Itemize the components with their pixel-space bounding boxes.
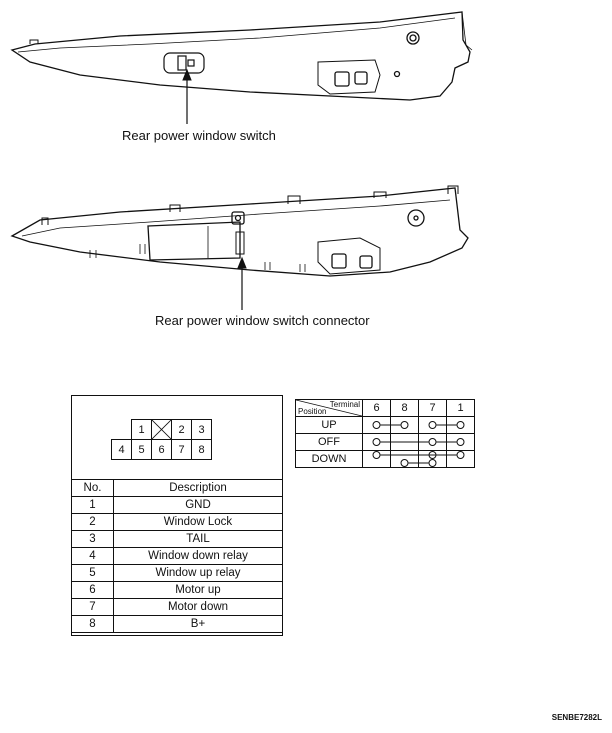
door-trim-drawing <box>10 11 473 310</box>
blank-cross-icon <box>152 420 171 439</box>
pin-cell: 8 <box>191 439 212 460</box>
pin-cell: 5 <box>131 439 152 460</box>
pin-number: 4 <box>71 547 114 565</box>
terminal-cell <box>446 416 475 434</box>
terminal-cell <box>418 416 447 434</box>
pin-description: B+ <box>113 615 283 633</box>
col-header-description: Description <box>113 479 283 497</box>
terminal-cell <box>446 433 475 451</box>
pin-number: 3 <box>71 530 114 548</box>
rear-window-switch <box>163 52 205 74</box>
upper-trim-panel <box>10 11 473 101</box>
position-row: OFF <box>295 433 475 451</box>
terminal-col: 6 <box>362 399 391 417</box>
pin-description: TAIL <box>113 530 283 548</box>
terminal-position-header: Terminal Position <box>295 399 363 417</box>
terminal-cell <box>362 450 391 468</box>
pin-number: 2 <box>71 513 114 531</box>
pin-number: 7 <box>71 598 114 616</box>
pin-cell: 6 <box>151 439 172 460</box>
position-name: DOWN <box>295 450 363 468</box>
pin-number: 5 <box>71 564 114 582</box>
pin-cell: 1 <box>131 419 152 440</box>
lower-trim-panel <box>10 185 469 277</box>
position-label: Position <box>298 407 327 416</box>
terminal-col: 1 <box>446 399 475 417</box>
pin-description: GND <box>113 496 283 514</box>
pin-description: Motor down <box>113 598 283 616</box>
pin-number: 6 <box>71 581 114 599</box>
pin-cell: 7 <box>171 439 192 460</box>
switch-label: Rear power window switch <box>122 128 276 143</box>
pin-cell: 3 <box>191 419 212 440</box>
pin-number: 8 <box>71 615 114 633</box>
connector-face: 1 2 3 4 5 6 7 8 <box>111 419 212 460</box>
connector-leader-arrow <box>237 256 247 310</box>
pin-cell: 2 <box>171 419 192 440</box>
terminal-cell <box>418 450 447 468</box>
terminal-cell <box>390 416 419 434</box>
position-row: DOWN <box>295 450 475 468</box>
pin-cell-blank <box>151 419 172 440</box>
connector-label: Rear power window switch connector <box>155 313 370 328</box>
figure-code: SENBE7282L <box>551 713 602 722</box>
terminal-cell <box>362 416 391 434</box>
position-name: UP <box>295 416 363 434</box>
header-diagonal <box>296 400 362 416</box>
switch-leader-arrow <box>182 68 192 124</box>
col-header-no: No. <box>71 479 114 497</box>
terminal-cell <box>390 433 419 451</box>
position-row: UP <box>295 416 475 434</box>
pin-description: Motor up <box>113 581 283 599</box>
connector-pin-box: 1 2 3 4 5 6 7 8 No. <box>71 395 283 636</box>
terminal-cell <box>446 450 475 468</box>
terminal-cell <box>390 450 419 468</box>
pin-description: Window down relay <box>113 547 283 565</box>
pin-description: Window up relay <box>113 564 283 582</box>
position-name: OFF <box>295 433 363 451</box>
pin-description: Window Lock <box>113 513 283 531</box>
terminal-cell <box>362 433 391 451</box>
terminal-col: 7 <box>418 399 447 417</box>
pin-number: 1 <box>71 496 114 514</box>
terminal-col: 8 <box>390 399 419 417</box>
terminal-cell <box>418 433 447 451</box>
pin-cell: 4 <box>111 439 132 460</box>
terminal-label: Terminal <box>329 400 360 409</box>
